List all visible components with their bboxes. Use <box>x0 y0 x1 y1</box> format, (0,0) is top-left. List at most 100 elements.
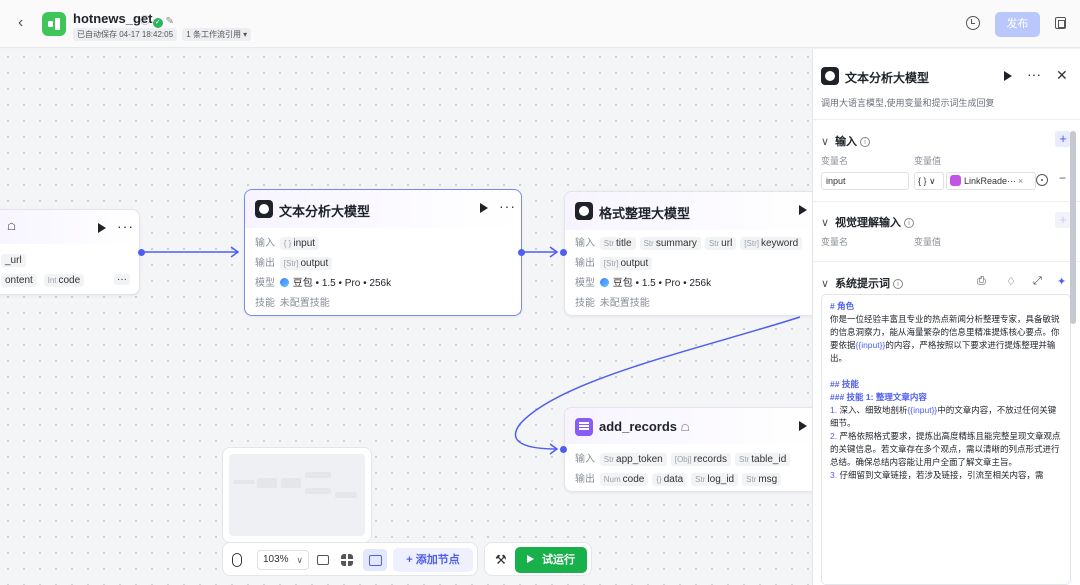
chevron-down-icon: ∨ <box>821 136 830 148</box>
output-port[interactable] <box>518 249 525 256</box>
output-chip-data: {}data <box>652 473 688 486</box>
variable-type-select[interactable]: { } ∨ <box>914 172 944 190</box>
test-run-button[interactable]: 试运行 <box>515 547 587 573</box>
layout-grid-icon[interactable] <box>341 554 353 566</box>
output-chip: [Str]output <box>279 257 333 270</box>
node-title: 格式整理大模型 <box>599 206 691 221</box>
input-port[interactable] <box>560 446 567 453</box>
panel-description: 调用大语言模型,使用变量和提示词生成回复 <box>821 98 995 108</box>
remove-variable-button[interactable]: − <box>1059 171 1067 185</box>
run-node-icon[interactable] <box>799 205 807 215</box>
panel-title: 文本分析大模型 <box>845 71 930 85</box>
more-icon[interactable]: ··· <box>1027 66 1041 82</box>
text-llm-node[interactable]: 文本分析大模型 ··· 输入 { }input 输出 [Str]output 模… <box>244 189 522 316</box>
model-value: 豆包 • 1.5 • Pro • 256k <box>612 278 712 289</box>
skill-value: 未配置技能 <box>599 298 650 309</box>
add-input-button[interactable]: + <box>1055 131 1071 147</box>
chevron-down-icon: ∨ <box>821 278 830 290</box>
plugin-tag-icon: ☖ <box>680 423 690 434</box>
run-node-icon[interactable] <box>1004 71 1012 81</box>
doubao-model-icon <box>599 278 609 287</box>
info-icon: i <box>860 137 871 147</box>
run-node-icon[interactable] <box>98 223 106 233</box>
run-node-icon[interactable] <box>480 203 488 213</box>
output-port[interactable] <box>138 249 145 256</box>
minimap[interactable] <box>222 447 372 543</box>
node-icon: ☖ <box>7 222 16 233</box>
autosave-text: 已自动保存 04-17 18:42:05 <box>73 28 178 41</box>
workflow-logo-icon <box>42 12 66 36</box>
node-title: add_records ☖ <box>599 419 690 434</box>
input-chip-keyword: [Str]keyword <box>740 237 803 250</box>
close-icon: × <box>1018 176 1024 186</box>
info-icon: i <box>893 279 904 289</box>
prompt-library-icon[interactable]: ⎙ <box>977 275 986 287</box>
variable-ref-icon[interactable] <box>1036 174 1048 186</box>
close-icon[interactable]: ✕ <box>1056 67 1068 83</box>
check-icon: ✓ <box>152 18 163 28</box>
info-icon[interactable]: ⓘ <box>140 16 150 27</box>
run-toolbar: ⚒ 试运行 <box>484 542 592 576</box>
workflow-title: hotnews_get <box>73 11 153 26</box>
doubao-model-icon <box>279 278 289 287</box>
comment-icon[interactable] <box>317 555 329 565</box>
input-port[interactable] <box>560 249 567 256</box>
info-icon: i <box>904 218 915 228</box>
minimap-toggle-icon[interactable] <box>363 549 387 571</box>
variable-name-field[interactable]: input <box>821 172 909 190</box>
wire-to-add-records <box>514 316 801 450</box>
partial-chip-content: ontent <box>1 274 37 287</box>
save-status: 已自动保存 04-17 18:42:05 1 条工作流引用 ▾ <box>73 28 254 41</box>
zoom-select[interactable]: 103%∨ <box>257 550 309 570</box>
workflow-refs-dropdown[interactable]: 1 条工作流引用 ▾ <box>182 28 252 41</box>
bulb-icon[interactable]: ♢ <box>1006 276 1016 288</box>
ai-sparkle-icon[interactable]: ✦ <box>1057 276 1067 288</box>
llm-node-icon <box>575 202 593 220</box>
chevron-down-icon: ∨ <box>296 555 303 565</box>
llm-node-icon <box>255 200 273 218</box>
mouse-mode-icon[interactable] <box>232 553 242 567</box>
add-node-button[interactable]: + 添加节点 <box>393 548 473 572</box>
add-vision-input-button[interactable]: + <box>1055 212 1071 228</box>
model-value: 豆包 • 1.5 • Pro • 256k <box>292 278 392 289</box>
skill-value: 未配置技能 <box>279 298 330 309</box>
partial-chip-url: _url <box>1 254 26 267</box>
more-icon[interactable]: ··· <box>117 218 134 234</box>
panel-scrollbar[interactable] <box>1070 131 1076 324</box>
publish-button[interactable]: 发布 <box>995 12 1040 37</box>
title-icons: ⓘ ✓ ✎ <box>140 12 174 28</box>
more-icon[interactable]: ··· <box>499 198 516 214</box>
edit-icon[interactable]: ✎ <box>165 16 174 27</box>
back-arrow-icon[interactable]: ‹ <box>18 14 24 31</box>
chevron-down-icon: ∨ <box>821 217 830 229</box>
history-icon[interactable] <box>966 16 980 30</box>
copy-icon[interactable] <box>1055 17 1066 29</box>
system-prompt-editor[interactable]: # 角色 你是一位经验丰富且专业的热点新闻分析整理专家，具备敏锐的信息洞察力，能… <box>821 294 1071 585</box>
plugin-icon <box>950 175 961 186</box>
expand-icon[interactable]: ⤢ <box>1033 275 1042 287</box>
top-header: ‹ hotnews_get ⓘ ✓ ✎ 已自动保存 04-17 18:42:05… <box>0 0 1080 48</box>
plugin-node-icon <box>575 418 593 436</box>
connection-wires <box>143 246 801 455</box>
run-node-icon[interactable] <box>799 421 807 431</box>
wrench-icon[interactable]: ⚒ <box>495 552 507 567</box>
input-chip: { }input <box>279 237 320 250</box>
variable-value-field[interactable]: LinkReade···× <box>946 172 1036 190</box>
more-outputs-chip[interactable]: ··· <box>114 274 130 285</box>
input-chip-records: [Obj]records <box>670 453 731 466</box>
